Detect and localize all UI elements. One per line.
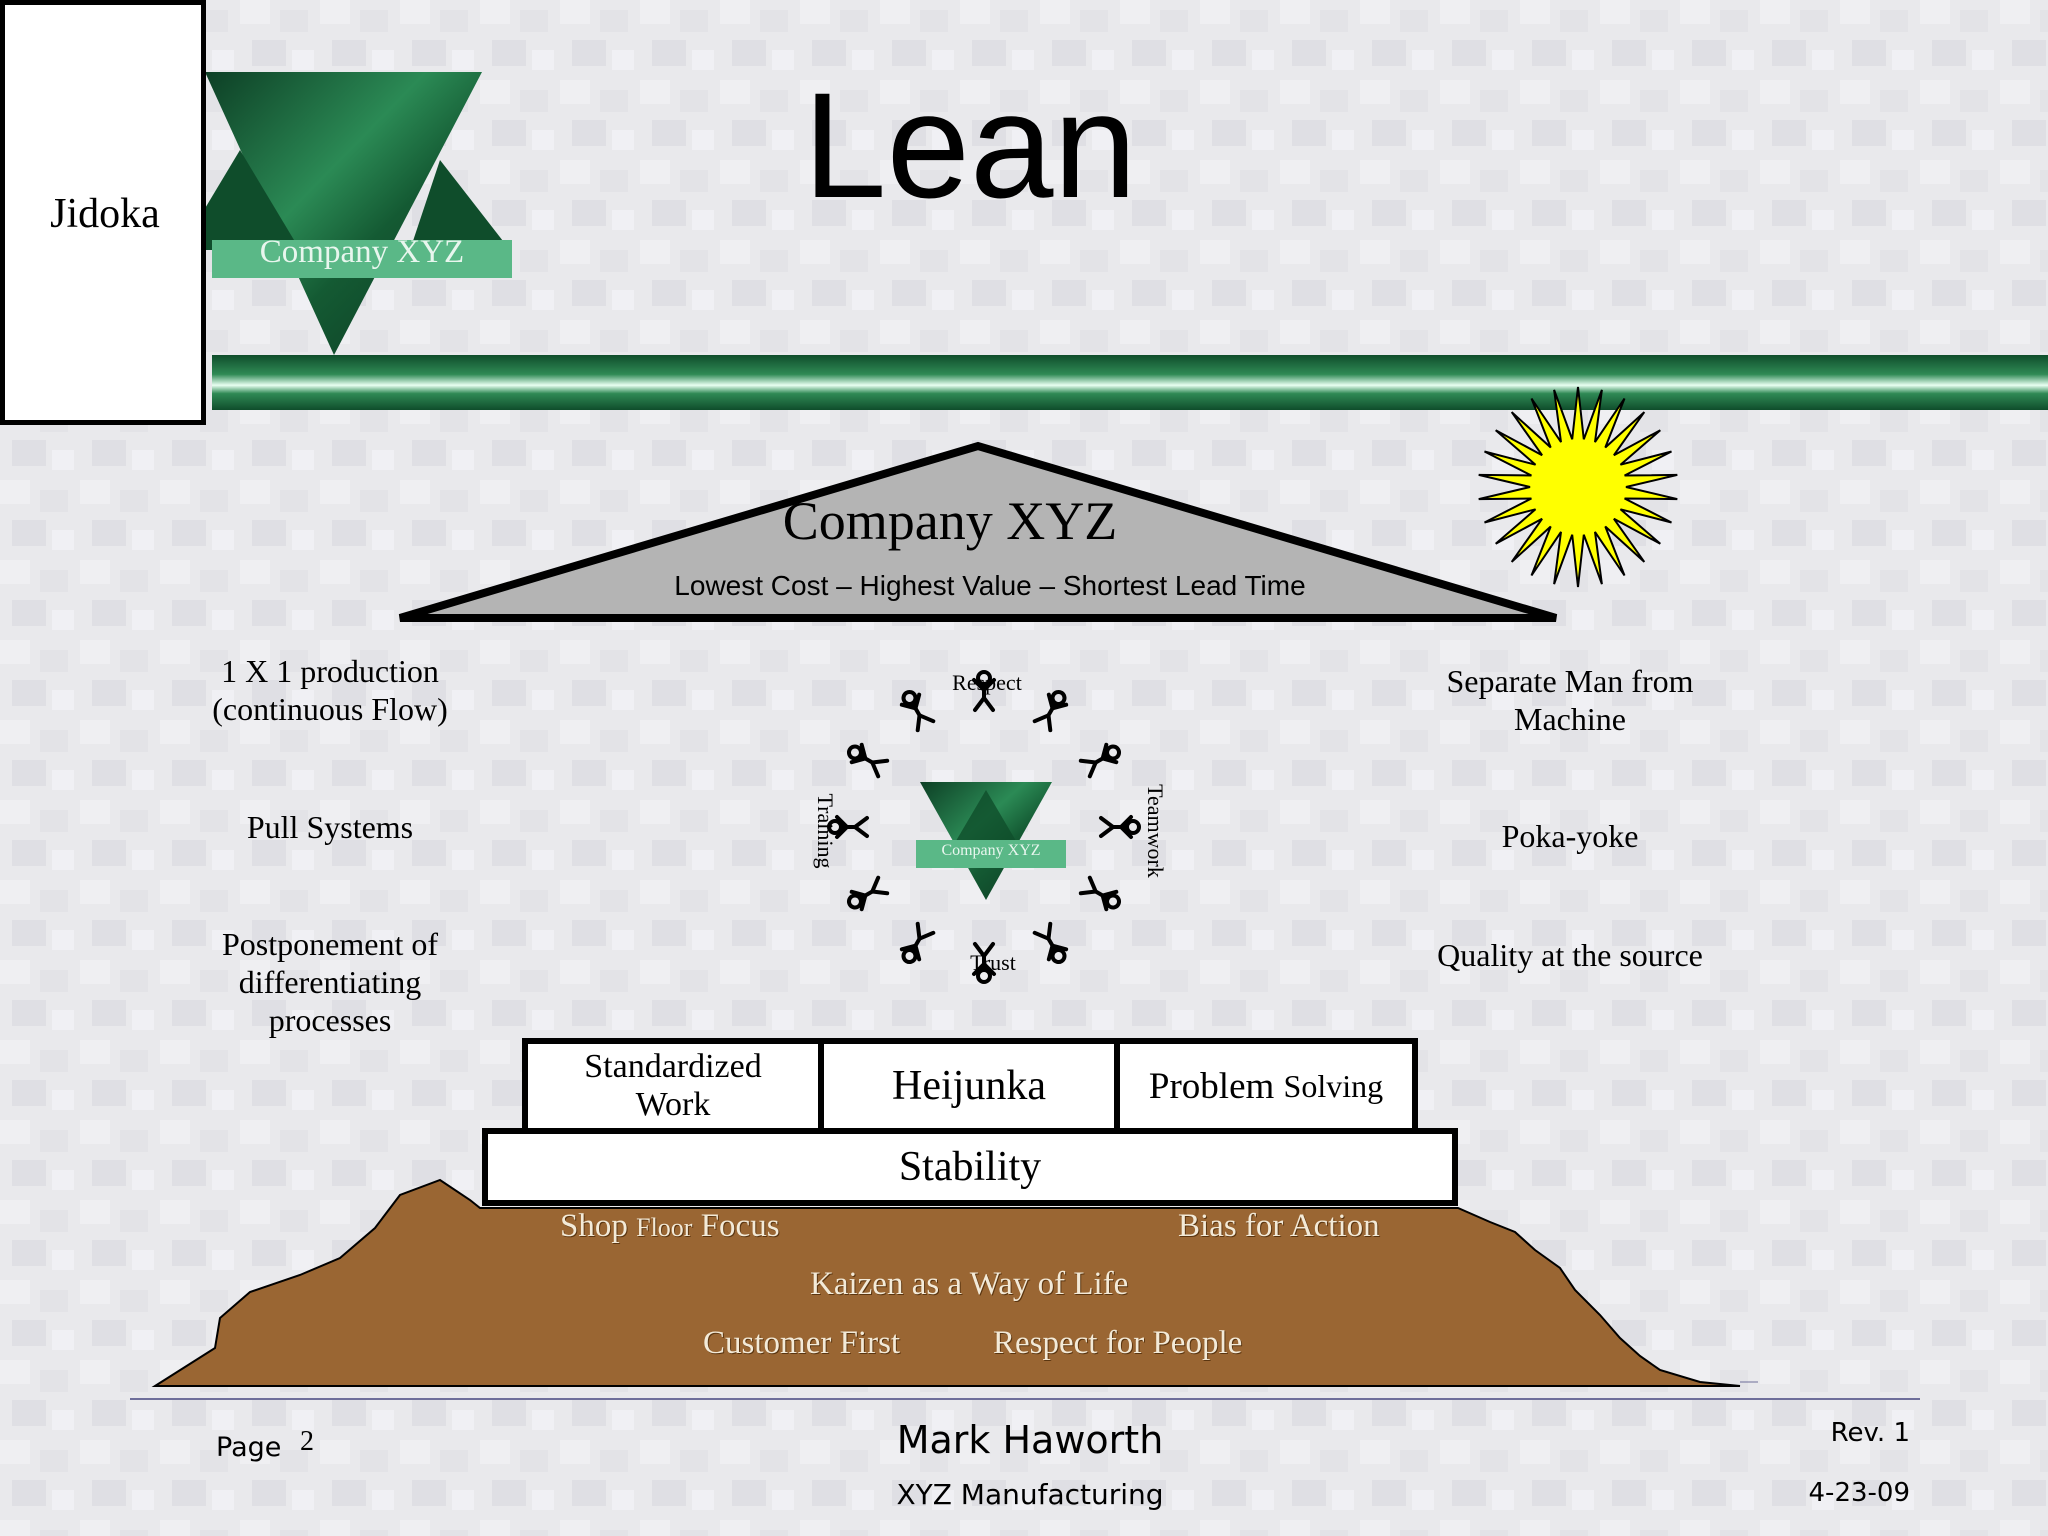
block-heijunka-label: Heijunka xyxy=(892,1063,1046,1109)
footer-date: 4-23-09 xyxy=(1808,1478,1910,1508)
ground-kaizen: Kaizen as a Way of Life xyxy=(810,1266,1129,1302)
ground-shop-floor-focus: Shop Floor Focus xyxy=(560,1208,820,1245)
block-solving-label: Solving xyxy=(1283,1067,1384,1104)
stick-figure-icon xyxy=(1078,875,1122,912)
block-heijunka: Heijunka xyxy=(818,1038,1120,1134)
sun-rays xyxy=(1478,386,1678,588)
block-stability: Stability xyxy=(482,1128,1458,1206)
left-pillar-item: 1 X 1 production (continuous Flow) xyxy=(212,653,448,727)
footer-revision: Rev. 1 xyxy=(1830,1418,1910,1448)
ground-focus-word: Focus xyxy=(700,1208,780,1244)
logo-text: Company XYZ xyxy=(259,234,465,270)
ground-bias-for-action: Bias for Action xyxy=(1178,1208,1380,1244)
left-pillar-item: Pull Systems xyxy=(246,809,414,845)
people-wheel xyxy=(827,670,1141,984)
wheel-label-trust: Trust xyxy=(970,950,1016,975)
foundation-ground xyxy=(151,1178,1741,1387)
ground-floor-word: Floor xyxy=(636,1213,693,1242)
left-pillar-item: Postponement of differentiating processe… xyxy=(222,926,438,1038)
slide-title: Lean xyxy=(803,61,1137,229)
stick-figure-icon xyxy=(1078,742,1122,779)
block-problem-solving: Problem Solving xyxy=(1114,1038,1418,1134)
right-pillar-item: Quality at the source xyxy=(1437,937,1703,973)
stick-figure-icon xyxy=(846,875,890,912)
jidoka-label: Jidoka xyxy=(50,191,160,237)
block-problem-label: Problem xyxy=(1148,1065,1275,1107)
footer-page-label: Page xyxy=(216,1432,282,1463)
stick-figure-icon xyxy=(899,689,936,733)
stick-figure-icon xyxy=(972,670,996,712)
stick-figure-icon xyxy=(827,815,869,839)
stick-figure-icon xyxy=(1099,815,1141,839)
wheel-label-respect: Respect xyxy=(952,670,1022,695)
stick-figure-icon xyxy=(972,942,996,984)
house-roof xyxy=(398,441,1558,622)
stick-figure-icon xyxy=(899,921,936,965)
ground-shop-word: Shop xyxy=(560,1208,628,1244)
roof-title: Company XYZ xyxy=(782,491,1118,551)
header-bar xyxy=(212,355,2048,410)
jidoka-box xyxy=(0,0,206,425)
sun-icon xyxy=(1478,386,1678,588)
right-pillar-item: Poka-yoke xyxy=(1501,818,1639,854)
stick-figure-icon xyxy=(1032,689,1069,733)
footer-company: XYZ Manufacturing xyxy=(896,1478,1164,1511)
stick-figure-icon xyxy=(1032,921,1069,965)
wheel-label-teamwork: Teamwork xyxy=(1143,784,1168,878)
block-standardized-work: Standardized Work xyxy=(522,1038,824,1134)
roof-subtitle: Lowest Cost – Highest Value – Shortest L… xyxy=(674,570,1306,601)
block-stability-label: Stability xyxy=(898,1144,1042,1190)
right-pillar-item: Separate Man from Machine xyxy=(1446,663,1694,737)
wheel-label-training: Training xyxy=(813,793,838,869)
company-logo xyxy=(180,72,512,355)
block-standardized-work-label: Standardized Work xyxy=(584,1048,762,1123)
footer-page-number: 2 xyxy=(300,1426,314,1457)
wheel-logo-text: Company XYZ xyxy=(941,842,1041,859)
ground-customer-first: Customer First xyxy=(703,1325,901,1361)
ground-respect-for-people: Respect for People xyxy=(993,1325,1243,1361)
stick-figure-icon xyxy=(846,742,890,779)
footer-author: Mark Haworth xyxy=(896,1418,1164,1462)
